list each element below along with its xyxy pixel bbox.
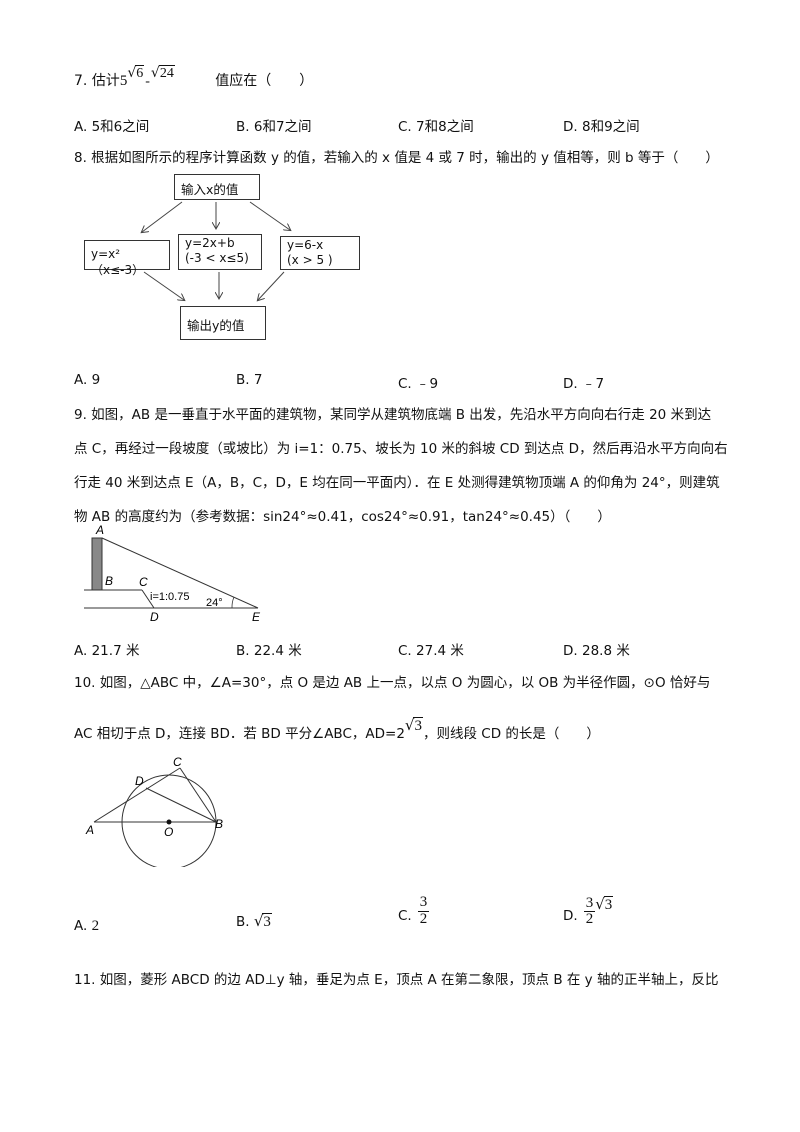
label-b: B — [215, 817, 223, 831]
label-o: O — [164, 825, 173, 839]
q7-option-b[interactable]: B. 6和7之间 — [236, 119, 312, 135]
q10-option-b[interactable]: B. √3 — [236, 912, 272, 930]
q10-line-1: 10. 如图，△ABC 中，∠A=30°，点 O 是边 AB 上一点，以点 O … — [74, 675, 711, 691]
q9-line-4: 物 AB 的高度约为（参考数据：sin24°≈0.41，cos24°≈0.91，… — [74, 509, 611, 525]
sight-line-ae — [101, 537, 259, 609]
label-angle: 24° — [206, 597, 223, 609]
arrow-from-b1 — [143, 271, 184, 300]
q7-stem: 7. 估计5√6-√24 值应在（ ） — [74, 65, 314, 90]
q9-option-b[interactable]: B. 22.4 米 — [236, 643, 302, 659]
q8-option-c[interactable]: C. ﹣9 — [398, 376, 439, 392]
q8-flowchart: 输入x的值 y=x² （x≤-3） y=2x+b (-3 < x≤5) y=6-… — [84, 170, 374, 345]
label-c: C — [173, 755, 182, 769]
q8-option-b[interactable]: B. 7 — [236, 372, 263, 388]
arrow-to-b3 — [249, 201, 290, 230]
flowchart-arrows — [84, 201, 374, 345]
q7-radical-2: √24 — [150, 65, 175, 81]
point-o — [166, 819, 172, 825]
flow-input-box: 输入x的值 — [174, 174, 260, 200]
q8-option-a[interactable]: A. 9 — [74, 372, 101, 388]
segment-ac — [93, 767, 181, 823]
q10-line-2: AC 相切于点 D，连接 BD．若 BD 平分∠ABC，AD=2√3，则线段 C… — [74, 716, 600, 742]
q7-option-d[interactable]: D. 8和9之间 — [563, 119, 640, 135]
q7-minus: - — [145, 74, 150, 89]
q11-line-1: 11. 如图，菱形 ABCD 的边 AD⊥y 轴，垂足为点 E，顶点 A 在第二… — [74, 972, 719, 988]
q9-option-a[interactable]: A. 21.7 米 — [74, 643, 140, 659]
label-a: A — [85, 823, 94, 837]
q10-figure: A B C D O — [85, 755, 223, 867]
slope-cd — [141, 589, 155, 609]
arrow-to-b1 — [142, 201, 183, 232]
label-c: C — [139, 575, 148, 589]
q9-figure: A B C D E i=1:0.75 24° — [84, 523, 261, 622]
label-a: A — [95, 523, 104, 537]
q9-option-d[interactable]: D. 28.8 米 — [563, 643, 630, 659]
flow-branch-1: y=x² （x≤-3） — [84, 240, 170, 277]
q9-line-2: 点 C，再经过一段坡度（或坡比）为 i=1：0.75、坡长为 10 米的斜坡 C… — [74, 441, 728, 457]
label-e: E — [252, 610, 261, 622]
angle-arc — [231, 596, 235, 609]
q7-post: 值应在（ ） — [215, 73, 314, 89]
flow-branch-3: y=6-x (x > 5 ) — [280, 236, 360, 270]
q7-option-a[interactable]: A. 5和6之间 — [74, 119, 150, 135]
label-b: B — [105, 574, 113, 588]
q10-option-a[interactable]: A. 2 — [74, 918, 100, 934]
label-slope: i=1:0.75 — [150, 591, 189, 603]
q7-coef: 5 — [119, 73, 128, 89]
arrow-from-b3 — [258, 271, 285, 300]
segment-cb — [179, 767, 217, 823]
q7-number: 7. — [74, 73, 88, 89]
q8-option-d[interactable]: D. ﹣7 — [563, 376, 605, 392]
flow-branch-2: y=2x+b (-3 < x≤5) — [178, 234, 262, 270]
flow-output-box: 输出y的值 — [180, 306, 266, 340]
q10-ad-radical: √3 — [404, 716, 423, 734]
q7-radical-1: √6 — [127, 65, 145, 81]
q7-option-c[interactable]: C. 7和8之间 — [398, 119, 474, 135]
q9-line-1: 9. 如图，AB 是一垂直于水平面的建筑物，某同学从建筑物底端 B 出发，先沿水… — [74, 407, 712, 423]
segment-bd — [145, 787, 217, 823]
label-d: D — [135, 774, 144, 788]
q7-pre: 估计 — [91, 73, 120, 89]
q9-line-3: 行走 40 米到达点 E（A，B，C，D，E 均在同一平面内）．在 E 处测得建… — [74, 475, 720, 491]
building-ab — [91, 537, 103, 591]
label-d: D — [150, 610, 159, 622]
q8-stem: 8. 根据如图所示的程序计算函数 y 的值，若输入的 x 值是 4 或 7 时，… — [74, 150, 719, 166]
q9-option-c[interactable]: C. 27.4 米 — [398, 643, 464, 659]
